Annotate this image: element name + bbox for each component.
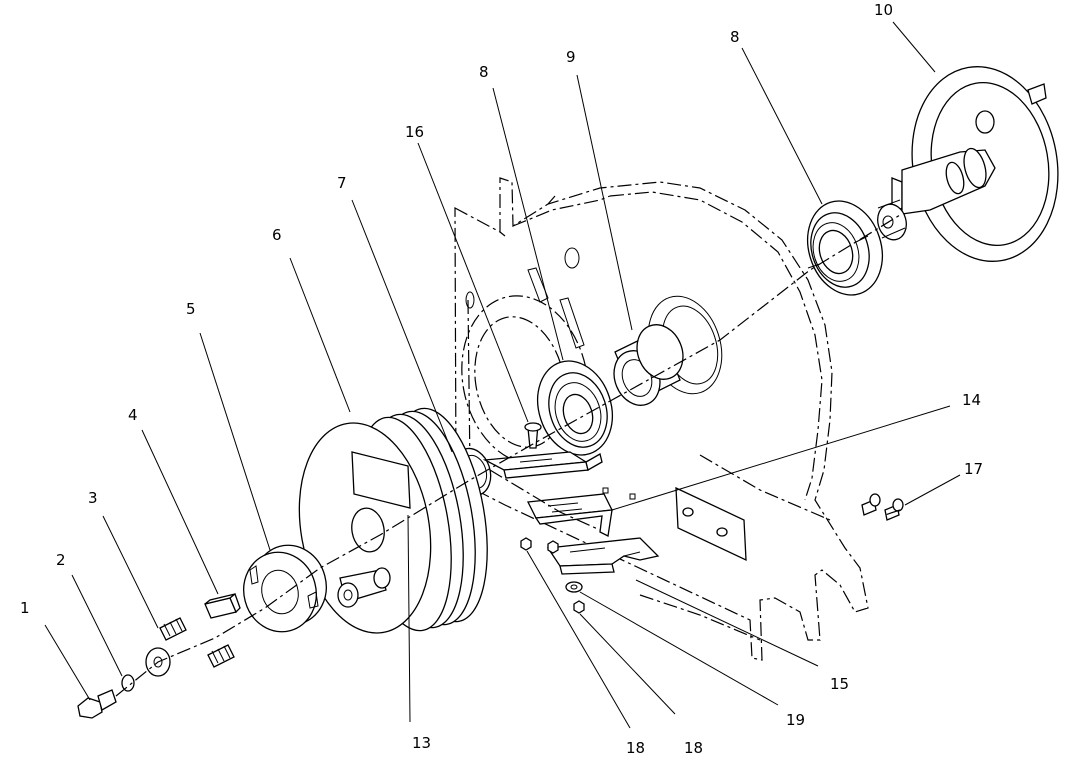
- part-5-bushing: [243, 544, 327, 633]
- callout-7: 7: [337, 174, 347, 192]
- callout-4: 4: [128, 406, 138, 424]
- callout-19: 19: [786, 711, 805, 729]
- callout-18a: 18: [626, 739, 645, 757]
- callout-9: 9: [566, 48, 576, 66]
- part-4-key: [204, 592, 241, 619]
- part-3-set-screws: [159, 617, 235, 668]
- callout-10: 10: [874, 1, 893, 19]
- part-13-top-bracket: [482, 451, 603, 479]
- callout-labels: 1 2 3 4 5 6 7 16 8 9 8 10 14 17 15 19 13…: [20, 1, 983, 757]
- part-2-washer: [121, 647, 171, 692]
- part-8-bearing-left: [537, 360, 613, 456]
- callout-3: 3: [88, 489, 98, 507]
- part-17-screws: [861, 493, 904, 521]
- callout-13: 13: [412, 734, 431, 752]
- callout-8b: 8: [730, 28, 740, 46]
- callout-17: 17: [964, 460, 983, 478]
- part-19-washer: [565, 581, 583, 593]
- part-9-sleeve: [613, 324, 684, 406]
- part-15-lower-bracket: [546, 537, 660, 575]
- shaft-centerline: [115, 214, 901, 697]
- housing-outline: [454, 177, 869, 661]
- part-1-hex-bolt: [77, 689, 117, 719]
- part-6-pulley: [298, 407, 488, 634]
- callout-2: 2: [56, 551, 66, 569]
- callout-16: 16: [405, 123, 424, 141]
- callout-1: 1: [20, 599, 30, 617]
- leader-lines: [44, 21, 961, 729]
- part-18-nuts: [520, 537, 585, 614]
- callout-18b: 18: [684, 739, 703, 757]
- callout-15: 15: [830, 675, 849, 693]
- callout-8a: 8: [479, 63, 489, 81]
- part-8-bearing-right: [807, 200, 883, 296]
- callout-14: 14: [962, 391, 981, 409]
- callout-6: 6: [272, 226, 282, 244]
- part-10-flange-wheel: [877, 66, 1059, 262]
- callout-5: 5: [186, 300, 196, 318]
- part-16-pin: [524, 422, 542, 449]
